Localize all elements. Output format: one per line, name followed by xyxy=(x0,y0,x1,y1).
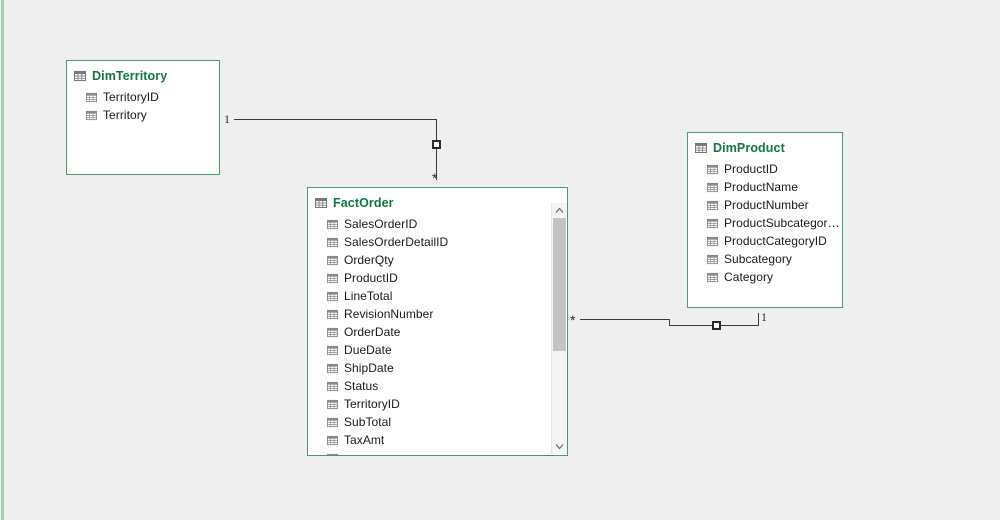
field-icon xyxy=(86,110,97,121)
field-label: DueDate xyxy=(344,343,392,357)
relationship-line-2-jog[interactable] xyxy=(669,319,670,326)
field-icon xyxy=(327,363,338,374)
scroll-down-icon[interactable] xyxy=(552,439,567,454)
field-label: ProductName xyxy=(724,180,798,194)
field-icon xyxy=(707,200,718,211)
entity-title: DimProduct xyxy=(713,141,785,155)
field-label: RevisionNumber xyxy=(344,307,434,321)
field-icon xyxy=(327,219,338,230)
entity-title: FactOrder xyxy=(333,196,394,210)
field-icon xyxy=(327,417,338,428)
field-row[interactable]: Status xyxy=(308,377,567,395)
field-label: SalesOrderDetailID xyxy=(344,235,449,249)
field-icon xyxy=(86,92,97,103)
field-label: OrderQty xyxy=(344,253,394,267)
field-icon xyxy=(707,218,718,229)
field-label: TerritoryID xyxy=(344,397,400,411)
field-row[interactable]: TerritoryID xyxy=(308,395,567,413)
field-label: ProductNumber xyxy=(724,198,809,212)
field-row[interactable]: DueDate xyxy=(308,341,567,359)
field-label: Status xyxy=(344,379,379,393)
vertical-scrollbar[interactable] xyxy=(551,203,567,454)
field-row[interactable]: RevisionNumber xyxy=(308,305,567,323)
field-list: TerritoryID Territory xyxy=(67,87,219,124)
field-row[interactable]: ProductNumber xyxy=(688,196,842,214)
field-label: LineTotal xyxy=(344,289,393,303)
field-icon xyxy=(707,164,718,175)
field-label: OrderDate xyxy=(344,325,401,339)
field-icon xyxy=(327,273,338,284)
field-row[interactable]: SubTotal xyxy=(308,413,567,431)
field-icon xyxy=(327,435,338,446)
relationship-line-1-vertical[interactable] xyxy=(436,119,437,180)
cardinality-one-territory: 1 xyxy=(224,112,230,126)
field-icon xyxy=(327,327,338,338)
entity-header[interactable]: FactOrder xyxy=(308,192,567,214)
field-icon xyxy=(327,237,338,248)
field-icon xyxy=(327,255,338,266)
field-icon xyxy=(707,254,718,265)
field-row[interactable]: TerritoryID xyxy=(67,88,219,106)
relationship-line-1-horizontal[interactable] xyxy=(234,119,437,120)
entity-title: DimTerritory xyxy=(92,69,168,83)
field-row[interactable]: Category xyxy=(688,268,842,286)
relationship-line-2-vertical-right[interactable] xyxy=(758,313,759,326)
field-label: Category xyxy=(724,270,774,284)
field-row[interactable]: TaxAmt xyxy=(308,431,567,449)
field-icon xyxy=(327,453,338,455)
field-icon xyxy=(327,309,338,320)
field-icon xyxy=(327,291,338,302)
field-row[interactable]: OrderDate xyxy=(308,323,567,341)
field-label: TaxAmt xyxy=(344,433,385,447)
field-label: Territory xyxy=(103,108,147,122)
field-label: ProductSubcategor… xyxy=(724,216,840,230)
field-row[interactable]: Subcategory xyxy=(688,250,842,268)
field-label: ProductID xyxy=(724,162,778,176)
scrollbar-thumb[interactable] xyxy=(553,218,566,352)
field-row[interactable]: ShipDate xyxy=(308,359,567,377)
field-row[interactable] xyxy=(308,449,567,455)
table-icon xyxy=(695,142,707,154)
field-row[interactable]: ProductSubcategor… xyxy=(688,214,842,232)
field-row[interactable]: OrderQty xyxy=(308,251,567,269)
field-icon xyxy=(327,381,338,392)
field-row[interactable]: ProductCategoryID xyxy=(688,232,842,250)
table-icon xyxy=(74,70,86,82)
field-label: SubTotal xyxy=(344,415,392,429)
field-row[interactable]: SalesOrderDetailID xyxy=(308,233,567,251)
relationship-handle-1[interactable] xyxy=(432,140,441,149)
relationship-line-2-horizontal-left[interactable] xyxy=(580,319,670,320)
field-row[interactable]: ProductID xyxy=(308,269,567,287)
scroll-up-icon[interactable] xyxy=(552,203,567,218)
field-icon xyxy=(707,272,718,283)
cardinality-many-factorder: * xyxy=(432,170,438,186)
field-row[interactable]: ProductID xyxy=(688,160,842,178)
field-icon xyxy=(707,236,718,247)
entity-header[interactable]: DimTerritory xyxy=(67,65,219,87)
field-row[interactable]: ProductName xyxy=(688,178,842,196)
cardinality-one-product: 1 xyxy=(761,310,767,324)
field-label: ProductCategoryID xyxy=(724,234,827,248)
field-label: SalesOrderID xyxy=(344,217,418,231)
field-row[interactable]: Territory xyxy=(67,106,219,124)
field-label: Subcategory xyxy=(724,252,792,266)
table-icon xyxy=(315,197,327,209)
relationship-handle-2[interactable] xyxy=(712,321,721,330)
field-icon xyxy=(327,345,338,356)
field-row[interactable]: SalesOrderID xyxy=(308,215,567,233)
field-icon xyxy=(327,399,338,410)
field-label: ProductID xyxy=(344,271,398,285)
cardinality-many-factorder-product: * xyxy=(570,312,576,328)
left-edge-strip xyxy=(1,0,4,520)
field-label: ShipDate xyxy=(344,361,394,375)
entity-header[interactable]: DimProduct xyxy=(688,137,842,159)
field-icon xyxy=(707,182,718,193)
field-label: TerritoryID xyxy=(103,90,159,104)
field-row[interactable]: LineTotal xyxy=(308,287,567,305)
